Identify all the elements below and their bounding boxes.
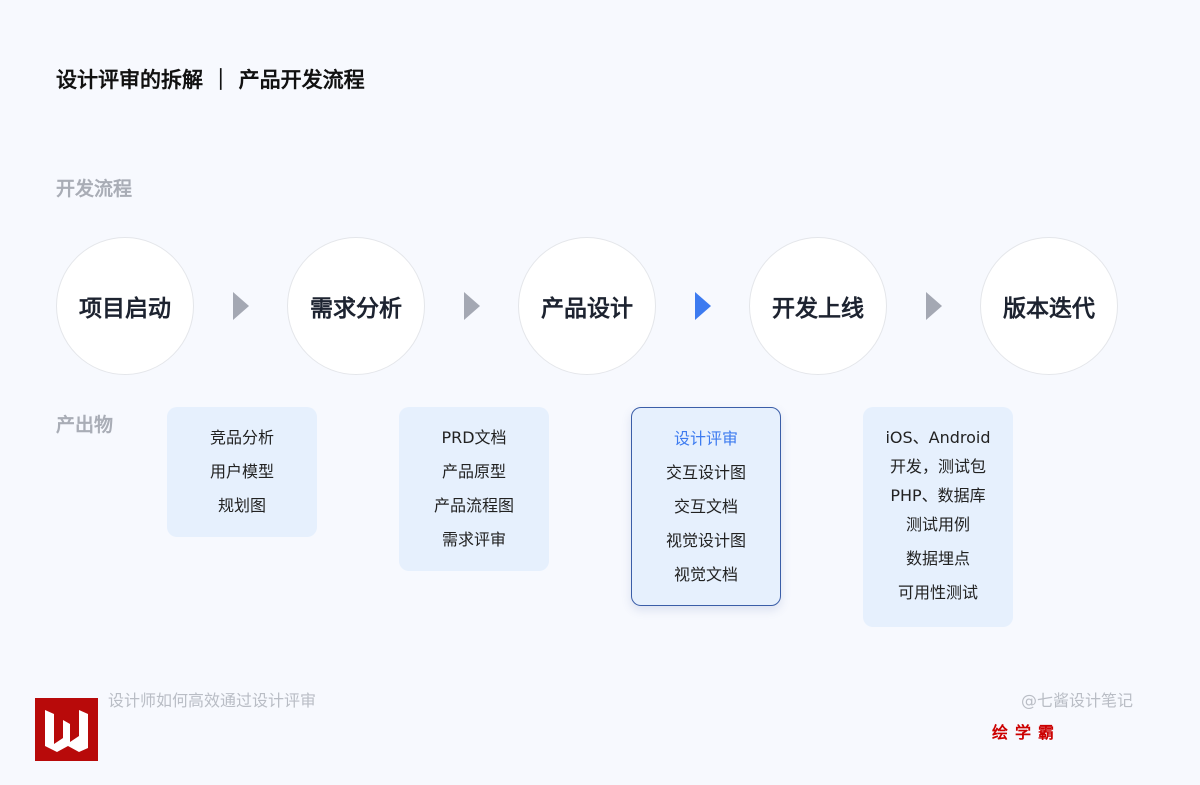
arrow-right-icon bbox=[926, 292, 942, 320]
output-item: 数据埋点 bbox=[905, 549, 970, 568]
output-item: iOS、Android bbox=[885, 428, 991, 447]
output-item: PHP、数据库 bbox=[890, 486, 986, 505]
brand-name: 绘学霸 bbox=[992, 723, 1062, 742]
output-item: 视觉设计图 bbox=[665, 531, 746, 550]
output-item: 规划图 bbox=[217, 496, 266, 515]
output-item: 产品原型 bbox=[441, 462, 506, 481]
arrow-right-icon bbox=[464, 292, 480, 320]
stage-circle: 项目启动 bbox=[56, 237, 194, 375]
output-item: 可用性测试 bbox=[897, 583, 978, 602]
output-item: PRD文档 bbox=[441, 428, 507, 447]
section-label-output: 产出物 bbox=[56, 414, 114, 436]
stage-circle: 版本迭代 bbox=[980, 237, 1118, 375]
brand-logo bbox=[35, 698, 98, 761]
output-item: 开发，测试包 bbox=[889, 457, 986, 476]
page-title: 设计评审的拆解 ｜ 产品开发流程 bbox=[56, 68, 365, 92]
output-item: 需求评审 bbox=[441, 530, 506, 549]
output-item: 用户模型 bbox=[209, 462, 274, 481]
stage-circle: 开发上线 bbox=[749, 237, 887, 375]
output-item: 交互设计图 bbox=[665, 463, 746, 482]
section-label-flow: 开发流程 bbox=[56, 178, 133, 200]
arrow-right-icon bbox=[695, 292, 711, 320]
stage-circle: 需求分析 bbox=[287, 237, 425, 375]
output-box: PRD文档 产品原型 产品流程图 需求评审 bbox=[399, 407, 549, 571]
output-item: 产品流程图 bbox=[433, 496, 514, 515]
arrow-right-icon bbox=[233, 292, 249, 320]
output-item: 交互文档 bbox=[673, 497, 738, 516]
footer-caption: 设计师如何高效通过设计评审 bbox=[108, 691, 317, 710]
output-box: 竞品分析 用户模型 规划图 bbox=[167, 407, 317, 537]
output-item: 视觉文档 bbox=[673, 565, 738, 584]
output-box: iOS、Android 开发，测试包 PHP、数据库 测试用例 数据埋点 可用性… bbox=[863, 407, 1013, 627]
footer-author: @七酱设计笔记 bbox=[1021, 691, 1134, 710]
output-item: 测试用例 bbox=[905, 515, 970, 534]
stage-circle: 产品设计 bbox=[518, 237, 656, 375]
output-item: 竞品分析 bbox=[209, 428, 274, 447]
output-item-highlight: 设计评审 bbox=[673, 429, 738, 448]
output-box-selected: 设计评审 交互设计图 交互文档 视觉设计图 视觉文档 bbox=[631, 407, 781, 606]
